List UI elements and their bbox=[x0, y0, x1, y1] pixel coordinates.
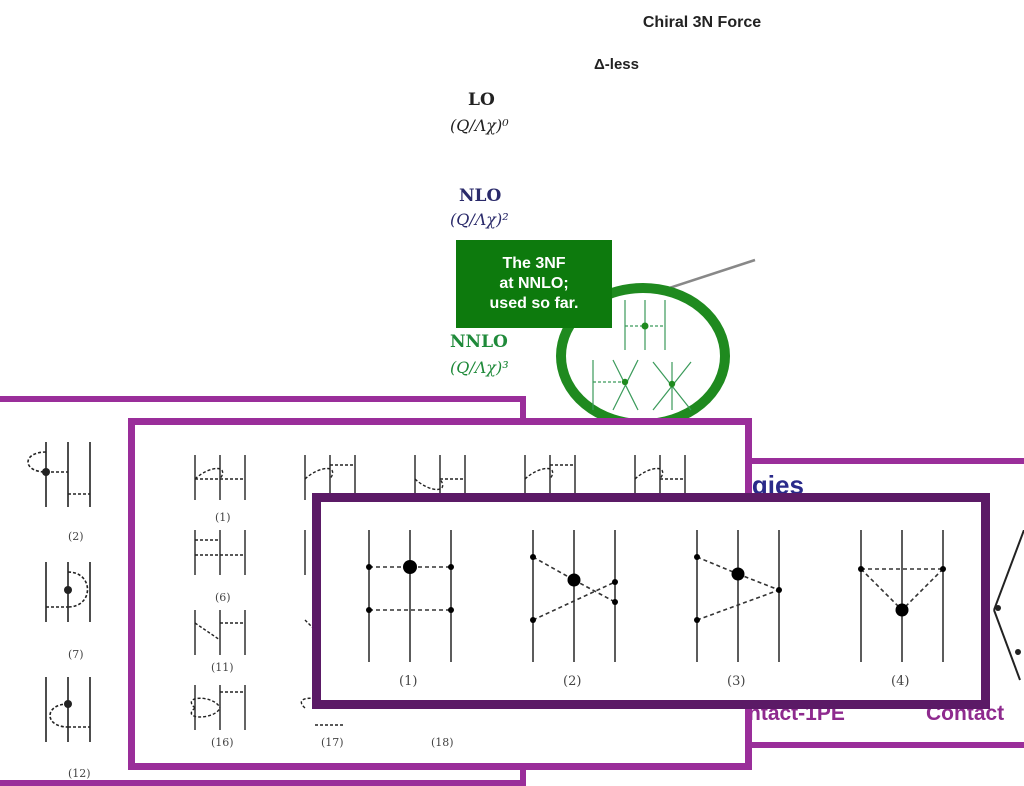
middle-caption-17: (17) bbox=[321, 736, 344, 749]
callout-line-3: used so far. bbox=[489, 295, 579, 312]
front-diagrams-frame: (1) (2) (3) (4) bbox=[312, 493, 990, 709]
back-caption-12: (12) bbox=[68, 767, 91, 780]
back-caption-2: (2) bbox=[68, 530, 84, 543]
middle-caption-11: (11) bbox=[211, 661, 234, 674]
callout-line-2: at NNLO; bbox=[499, 275, 569, 292]
middle-caption-16: (16) bbox=[211, 736, 234, 749]
front-caption-2: (2) bbox=[563, 674, 582, 689]
order-nnlo-scale: (Q/Λχ)³ bbox=[450, 358, 509, 377]
order-lo-label: LO bbox=[468, 90, 495, 110]
order-lo-scale: (Q/Λχ)⁰ bbox=[450, 116, 509, 135]
front-caption-4: (4) bbox=[891, 674, 910, 689]
order-nnlo-label: NNLO bbox=[450, 332, 508, 352]
slide-subtitle: Δ-less bbox=[594, 56, 639, 73]
slide-title: Chiral 3N Force bbox=[642, 14, 762, 31]
back-caption-7: (7) bbox=[68, 648, 84, 661]
back-diagram-column bbox=[27, 442, 91, 742]
middle-caption-1: (1) bbox=[215, 511, 231, 524]
order-nlo-scale: (Q/Λχ)² bbox=[450, 210, 509, 229]
front-diagram-row bbox=[366, 530, 946, 662]
right-edge-diagram bbox=[993, 530, 1024, 681]
middle-caption-18: (18) bbox=[431, 736, 454, 749]
nnlo-callout: The 3NF at NNLO; used so far. bbox=[456, 240, 612, 328]
middle-caption-6: (6) bbox=[215, 591, 231, 604]
order-nlo-label: NLO bbox=[459, 186, 502, 206]
middle-diagram-grid bbox=[190, 455, 686, 730]
front-caption-1: (1) bbox=[399, 674, 418, 689]
front-caption-3: (3) bbox=[727, 674, 746, 689]
callout-line-1: The 3NF bbox=[502, 255, 566, 272]
